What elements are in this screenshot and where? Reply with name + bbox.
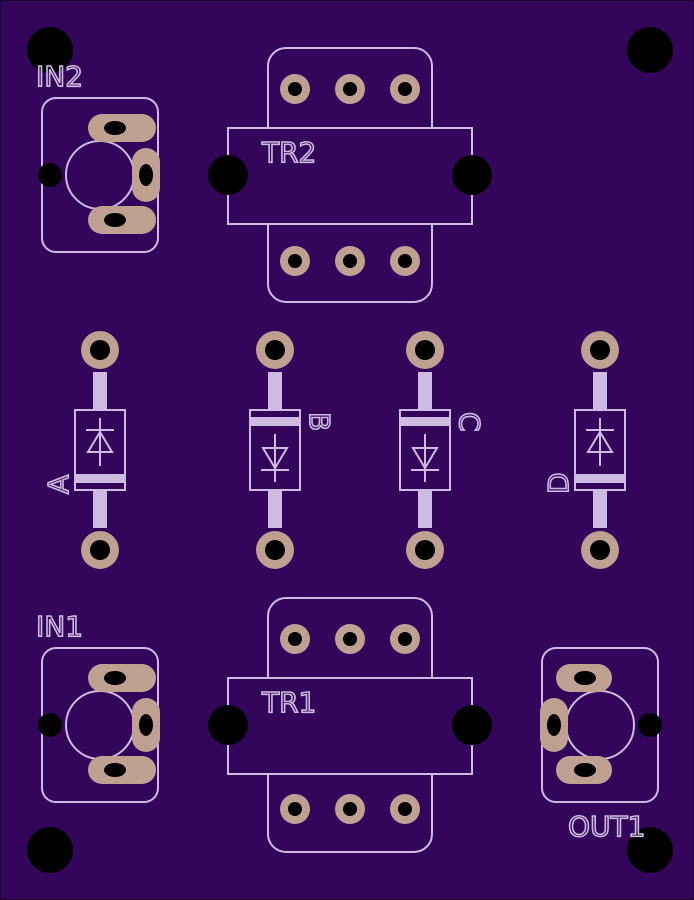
mounting-hole-icon (627, 827, 673, 873)
diode-c (399, 331, 451, 569)
label-out1: OUT1 (568, 810, 645, 843)
transformer-tr1 (208, 597, 492, 853)
label-tr2: TR2 (261, 136, 316, 169)
label-in1: IN1 (36, 610, 83, 643)
diode-d (574, 331, 626, 569)
mounting-hole-icon (27, 27, 73, 73)
transformer-tr2 (208, 47, 492, 303)
label-tr1: TR1 (261, 686, 316, 719)
label-diode-a: A (42, 475, 75, 494)
label-diode-c: C (453, 412, 486, 432)
label-in2: IN2 (36, 60, 83, 93)
mounting-hole-icon (627, 27, 673, 73)
diode-symbol-icon (411, 434, 439, 482)
diode-b (249, 331, 301, 569)
jack-out1 (540, 647, 662, 803)
mounting-hole-icon (27, 827, 73, 873)
diode-symbol-icon (261, 434, 289, 482)
label-diode-d: D (542, 472, 575, 494)
jack-in1 (38, 647, 160, 803)
diode-symbol-icon (586, 418, 614, 466)
jack-in2 (38, 97, 160, 253)
label-diode-b: B (303, 412, 336, 431)
diode-symbol-icon (86, 418, 114, 466)
mounting-holes (27, 27, 673, 873)
diode-a (74, 331, 126, 569)
